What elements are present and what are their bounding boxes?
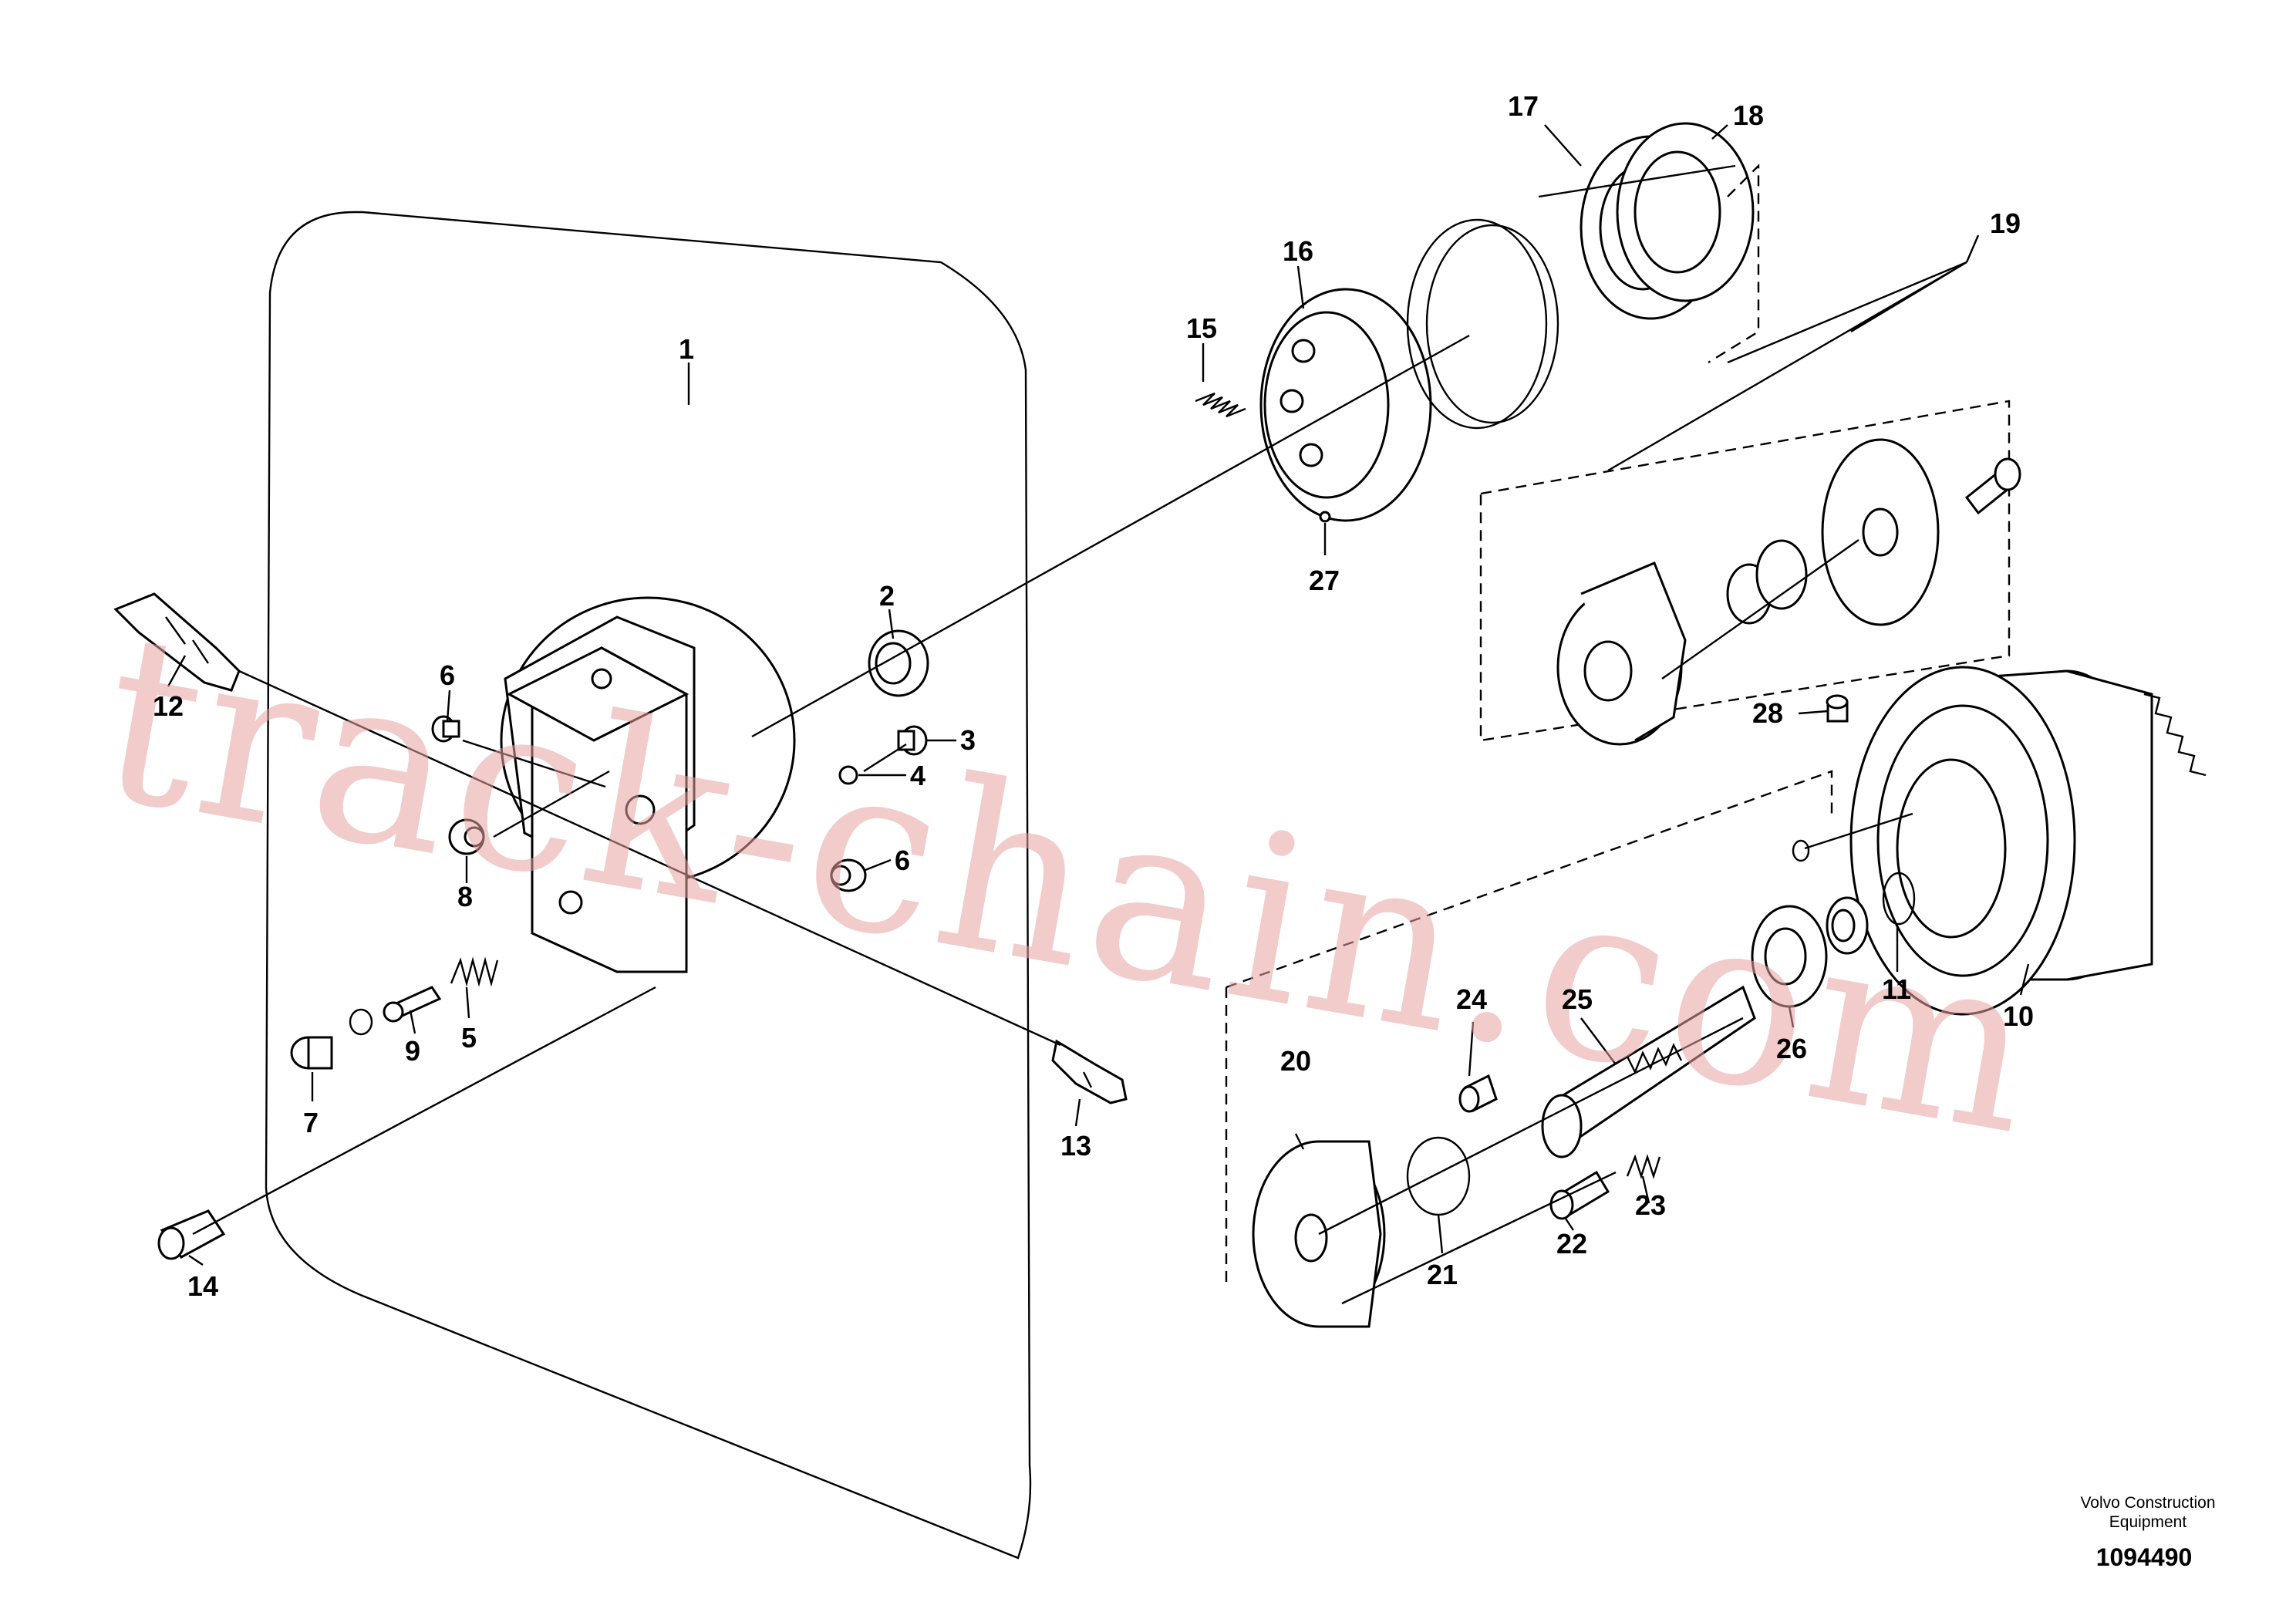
callout-11: 11: [1882, 973, 1911, 1005]
part-19-piston: [1964, 457, 2021, 515]
callout-9: 9: [405, 1035, 420, 1067]
callout-19: 19: [1990, 207, 2021, 239]
assembly-boundary-1: [265, 211, 1032, 1560]
callout-20: 20: [1280, 1045, 1311, 1077]
callout-13: 13: [1060, 1130, 1091, 1162]
callout-26: 26: [1776, 1033, 1807, 1064]
callout-18: 18: [1733, 99, 1764, 131]
part-9-pin: [383, 986, 442, 1023]
callout-3: 3: [960, 724, 976, 756]
axis-lines: [192, 164, 1913, 1305]
part-7-plug: [290, 1036, 333, 1070]
callout-17: 17: [1508, 90, 1539, 122]
callout-7: 7: [303, 1107, 319, 1138]
part-21-oring: [1406, 1136, 1471, 1216]
footer: Volvo Construction Equipment 1094490: [2080, 1494, 2215, 1571]
part-9-oring: [349, 1008, 373, 1036]
part-16-seal-ring: [1406, 218, 1559, 430]
part-15-spring: [1195, 392, 1246, 418]
part-3-plug: [897, 725, 928, 756]
callout-22: 22: [1556, 1228, 1587, 1259]
part-14-plug: [157, 1209, 226, 1260]
footer-company-line2: Equipment: [2109, 1513, 2187, 1531]
callout-12: 12: [153, 690, 184, 722]
part-4-ball: [838, 765, 858, 785]
watermark: track-chain.com: [84, 582, 2058, 1187]
callouts: 1 2 3 4 5 6 6 7 8 9 10 11 12 13 14 15 16…: [153, 90, 2034, 1302]
part-26-bearing: [1751, 905, 1828, 1008]
part-27-pin: [1319, 511, 1331, 523]
callout-2: 2: [879, 580, 895, 612]
part-19-ring-2: [1755, 539, 1808, 610]
footer-company-line1: Volvo Construction: [2080, 1494, 2215, 1512]
leader-lines: [167, 124, 2030, 1266]
part-13-valve: [1051, 1039, 1128, 1104]
dashed-frame-19: [1479, 400, 2011, 742]
part-6-plug-right: [830, 858, 867, 892]
part-6-plug-top: [431, 715, 460, 743]
part-11-seal: [1826, 896, 1869, 955]
part-28-bolt: [1826, 694, 1849, 723]
dashed-frame-17-18: [1708, 164, 1760, 364]
callout-6-top: 6: [440, 659, 455, 691]
dashed-frame-shaft-group: [1225, 770, 1833, 1288]
small-oring-10: [1792, 839, 1810, 862]
callout-15: 15: [1186, 312, 1217, 344]
callout-25: 25: [1562, 983, 1593, 1015]
part-10-housing: [1849, 666, 2207, 1016]
callout-28: 28: [1752, 697, 1783, 729]
part-11-ring: [1882, 872, 1916, 926]
callout-16: 16: [1283, 235, 1313, 267]
callout-1: 1: [679, 333, 694, 365]
part-19-valve-plate: [1821, 438, 1940, 626]
part-5-spring: [450, 956, 499, 987]
part-12-relief-valve: [113, 592, 241, 692]
callout-10: 10: [2003, 1000, 2034, 1032]
callout-5: 5: [461, 1022, 477, 1054]
part-8-plug: [448, 818, 485, 855]
callout-4: 4: [910, 760, 925, 791]
callout-6-right: 6: [895, 845, 910, 876]
part-24-plug: [1458, 1074, 1498, 1113]
footer-drawing-number: 1094490: [2096, 1543, 2193, 1571]
callout-23: 23: [1635, 1189, 1666, 1221]
callout-21: 21: [1427, 1259, 1458, 1290]
part-18-separator-plate: [1616, 122, 1755, 302]
callout-14: 14: [187, 1270, 218, 1302]
callout-24: 24: [1456, 983, 1487, 1015]
callout-8: 8: [457, 881, 473, 912]
part-19-cylinder-block: [1556, 561, 1687, 746]
part-23-setscrew: [1626, 1154, 1661, 1179]
callout-27: 27: [1309, 565, 1340, 596]
part-2-bearing: [868, 629, 929, 697]
